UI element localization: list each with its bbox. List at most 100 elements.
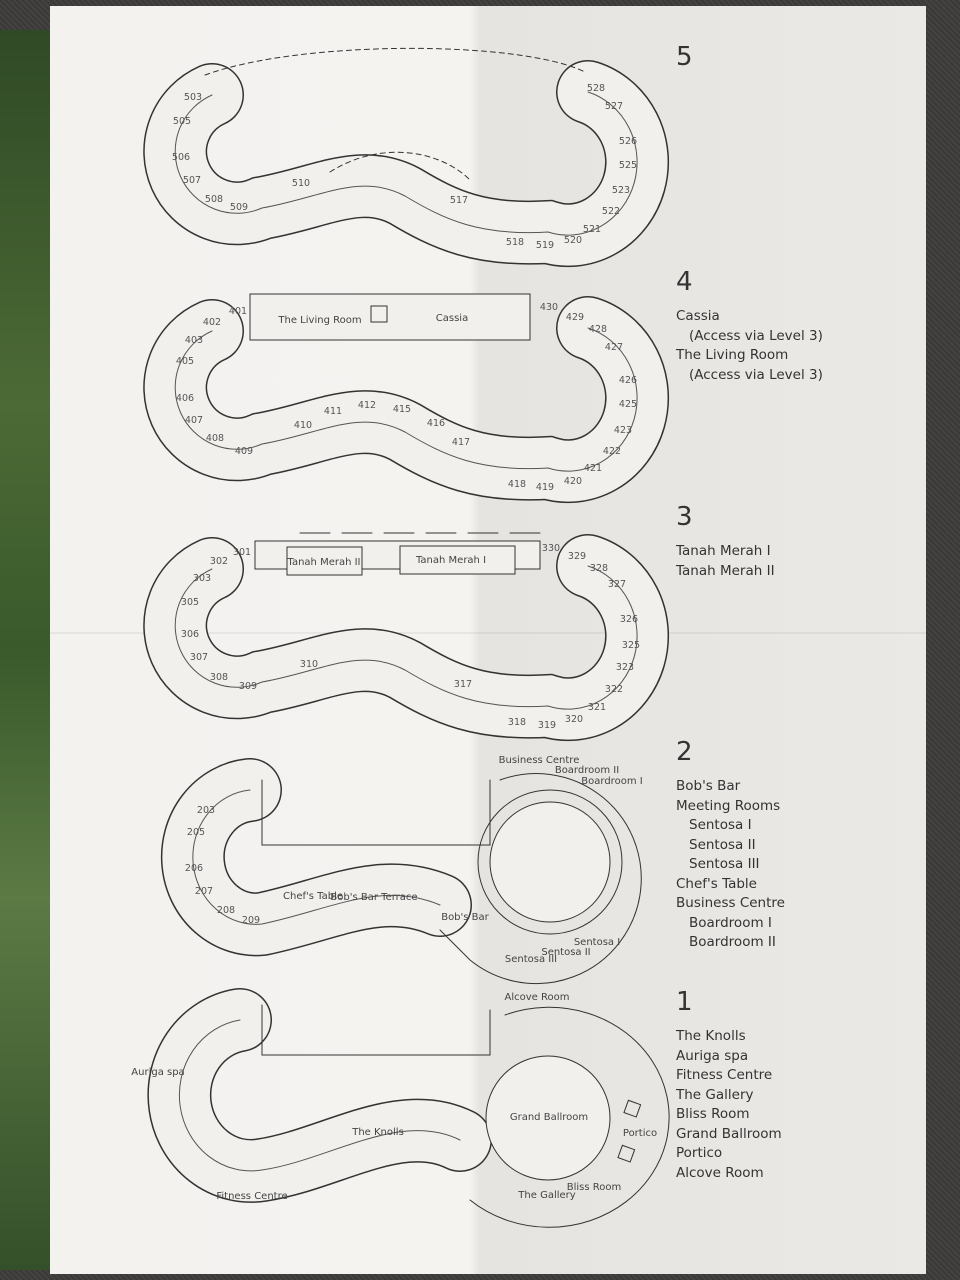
- venue-label: The Living Room: [277, 315, 361, 326]
- legend-item: The Knolls: [676, 1028, 746, 1044]
- room-number: 305: [181, 597, 199, 608]
- level-1-outer: [469, 1006, 670, 1228]
- room-number: 319: [538, 720, 556, 731]
- level-number: 1: [676, 987, 693, 1017]
- legend-item: Grand Ballroom: [676, 1125, 782, 1142]
- venue-label: Business Centre: [499, 755, 580, 766]
- venue-label: Tanah Merah II: [287, 557, 361, 568]
- room-number: 403: [185, 335, 203, 346]
- room-number: 326: [620, 614, 638, 625]
- legend-item: Auriga spa: [676, 1047, 749, 1064]
- room-number: 426: [619, 375, 637, 386]
- venue-label: Boardroom II: [555, 765, 619, 776]
- room-number: 522: [602, 206, 620, 217]
- level-2-ring: [477, 789, 623, 935]
- room-number: 206: [185, 863, 203, 874]
- level-3-wing-corridor-line: [174, 565, 638, 710]
- room-number: 410: [294, 420, 312, 431]
- room-number: 510: [292, 178, 310, 189]
- level-4-wing-corridor-line: [174, 327, 638, 472]
- level-2-wing: [160, 758, 472, 957]
- legend-item: Boardroom I: [689, 914, 772, 931]
- legend-item: Bob's Bar: [676, 778, 741, 794]
- legend-item: Sentosa II: [689, 836, 756, 853]
- room-number: 205: [187, 827, 205, 838]
- room-number: 209: [242, 915, 260, 926]
- room-number: 329: [568, 551, 586, 562]
- venue-label: Alcove Room: [505, 992, 570, 1003]
- room-number: 521: [583, 224, 601, 235]
- venue-label: Sentosa II: [541, 947, 590, 958]
- legend-item: Fitness Centre: [676, 1067, 773, 1083]
- grand-ballroom-room: [485, 1055, 611, 1181]
- room-number: 308: [210, 672, 228, 683]
- legend-item: The Gallery: [676, 1086, 754, 1103]
- room-number: 207: [195, 886, 213, 897]
- room-number: 323: [616, 662, 634, 673]
- room-number: 409: [235, 446, 253, 457]
- room-number: 428: [589, 324, 607, 335]
- legend-item: Business Centre: [676, 895, 785, 911]
- room-number: 309: [239, 681, 257, 692]
- room-number: 505: [173, 116, 191, 127]
- room-number: 407: [185, 415, 203, 426]
- level-5-legend: 5: [676, 40, 693, 82]
- room-number: 322: [605, 684, 623, 695]
- legend-item: Chef's Table: [676, 875, 757, 892]
- room-number: 518: [506, 237, 524, 248]
- room-number: 408: [206, 433, 224, 444]
- room-number: 402: [203, 317, 221, 328]
- level-3-wing: [143, 534, 670, 742]
- level-number: 3: [676, 502, 693, 532]
- room-number: 327: [608, 579, 626, 590]
- paper-fold: [50, 632, 926, 634]
- room-number: 310: [300, 659, 318, 670]
- legend-item: Portico: [676, 1145, 723, 1161]
- venue-label: Sentosa I: [574, 937, 620, 948]
- room-number: 425: [619, 399, 637, 410]
- legend-item: Bliss Room: [676, 1106, 750, 1122]
- room-number: 318: [508, 717, 526, 728]
- legend-item: Alcove Room: [676, 1164, 764, 1181]
- level-number: 5: [676, 42, 693, 72]
- room-number: 411: [324, 406, 342, 417]
- tanah-merah-i-room: [399, 545, 516, 575]
- room-number: 427: [605, 342, 623, 353]
- room-number: 301: [233, 547, 251, 558]
- level-2-wing-corridor-line: [192, 789, 441, 925]
- room-number: 519: [536, 240, 554, 251]
- level-2-core: [489, 801, 611, 923]
- room-number: 506: [172, 152, 190, 163]
- room-number: 325: [622, 640, 640, 651]
- venue-label: Bliss Room: [567, 1182, 622, 1193]
- room-number: 330: [542, 543, 560, 554]
- level-5-wing: [143, 60, 670, 268]
- room-number: 406: [176, 393, 194, 404]
- room-number: 401: [229, 306, 247, 317]
- legend-item: Meeting Rooms: [676, 797, 781, 814]
- level-4-wing: [143, 296, 670, 504]
- tanah-merah-ii-room: [286, 546, 363, 576]
- room-number: 203: [197, 805, 215, 816]
- room-number: 302: [210, 556, 228, 567]
- room-number: 416: [427, 418, 445, 429]
- level-number: 2: [676, 737, 693, 767]
- room-number: 418: [508, 479, 526, 490]
- room-number: 412: [358, 400, 376, 411]
- level-number: 4: [676, 267, 693, 297]
- level-2-terrace-edge: [261, 779, 491, 846]
- venue-label: Sentosa III: [505, 954, 557, 965]
- legend-item: (Access via Level 3): [689, 327, 823, 344]
- venue-label: Fitness Centre: [216, 1191, 287, 1202]
- room-number: 520: [564, 235, 582, 246]
- legend-item: Cassia: [676, 308, 720, 324]
- legend-item: Tanah Merah II: [676, 562, 775, 579]
- level-1-wing-corridor-line: [178, 1019, 461, 1172]
- legend-item: Sentosa I: [689, 817, 752, 833]
- venue-label: Auriga spa: [131, 1067, 184, 1078]
- venue-label: Cassia: [436, 313, 468, 324]
- room-number: 528: [587, 83, 605, 94]
